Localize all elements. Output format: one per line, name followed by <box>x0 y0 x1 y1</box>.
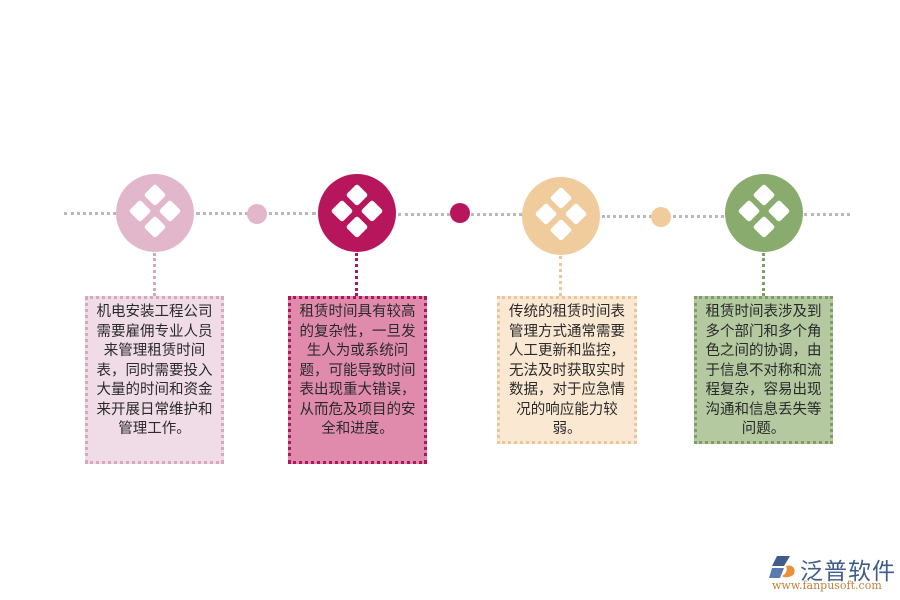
step-node-2 <box>318 174 396 252</box>
step-text: 传统的租赁时间表管理方式通常需要人工更新和监控，无法及时获取实时数据，对于应急情… <box>509 304 625 437</box>
logo-mark-icon <box>769 556 795 578</box>
four-diamond-icon <box>738 184 790 238</box>
step-connector <box>559 256 562 296</box>
connector-dot <box>450 203 470 223</box>
step-text-box-4: 租赁时间表涉及到多个部门和多个角色之间的协调，由于信息不对称和流程复杂，容易出现… <box>694 296 833 444</box>
brand-logo: 泛普软件 www.fanpusoft.com <box>768 552 898 596</box>
logo-url: www.fanpusoft.com <box>772 579 882 592</box>
four-diamond-icon <box>535 187 587 241</box>
connector-dot <box>247 204 267 224</box>
timeline-line <box>64 212 116 215</box>
timeline-line <box>804 213 850 216</box>
four-diamond-icon <box>129 184 181 238</box>
step-connector <box>762 253 765 296</box>
four-diamond-icon <box>331 184 383 238</box>
step-node-3 <box>522 177 600 255</box>
step-node-4 <box>725 174 803 252</box>
connector-dot <box>651 207 671 227</box>
step-text-box-3: 传统的租赁时间表管理方式通常需要人工更新和监控，无法及时获取实时数据，对于应急情… <box>497 296 637 444</box>
step-connector <box>355 253 358 296</box>
step-text-box-1: 机电安装工程公司需要雇佣专业人员来管理租赁时间表，同时需要投入大量的时间和资金来… <box>85 296 224 464</box>
step-node-1 <box>116 174 194 252</box>
logo-name: 泛普软件 <box>800 559 896 585</box>
step-text: 租赁时间具有较高的复杂性，一旦发生人为或系统问题，可能导致时间表出现重大错误，从… <box>299 304 416 437</box>
step-text-box-2: 租赁时间具有较高的复杂性，一旦发生人为或系统问题，可能导致时间表出现重大错误，从… <box>288 296 427 464</box>
step-text: 租赁时间表涉及到多个部门和多个角色之间的协调，由于信息不对称和流程复杂，容易出现… <box>705 304 822 437</box>
step-text: 机电安装工程公司需要雇佣专业人员来管理租赁时间表，同时需要投入大量的时间和资金来… <box>96 304 213 437</box>
step-connector <box>153 253 156 296</box>
